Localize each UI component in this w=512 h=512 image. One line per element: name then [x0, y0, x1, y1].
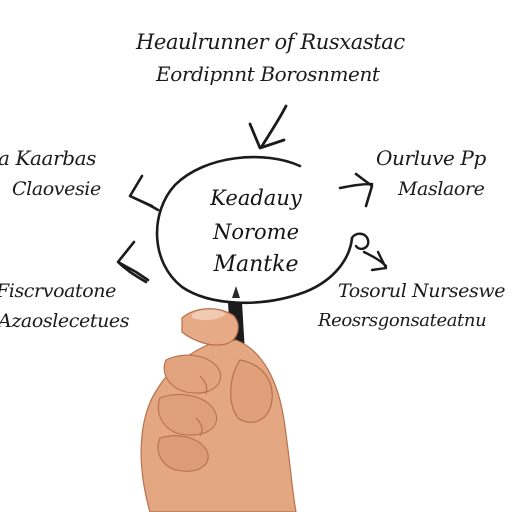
- center-label-line2: Norome: [212, 220, 300, 244]
- center-label-line3: Mantke: [213, 252, 299, 277]
- center-circle: [155, 155, 354, 304]
- arrow-lower-left: [116, 240, 150, 284]
- right-upper-line2: Maslaore: [398, 178, 485, 200]
- arrow-upper-right: [338, 172, 374, 208]
- right-lower-line2: Reosrsgonsateatnu: [318, 310, 487, 331]
- right-upper-line1: Ourluve Pp: [376, 146, 486, 170]
- arrow-upper-left: [128, 174, 160, 212]
- top-heading-line2: Eordipnnt Borosnment: [156, 62, 380, 86]
- right-lower-line1: Tosorul Nurseswe: [338, 280, 506, 302]
- left-upper-line2: Claovesie: [12, 178, 101, 200]
- arrow-lower-right: [350, 232, 388, 272]
- top-heading-line1: Heaulrunner of Rusxastac: [136, 30, 405, 54]
- left-upper-line1: la Kaarbas: [0, 146, 97, 170]
- hand-holding-pen-icon: [140, 286, 297, 512]
- left-lower-line1: Fiscrvoatone: [0, 280, 116, 302]
- arrow-top: [248, 104, 288, 150]
- center-label-line1: Keadauy: [210, 186, 302, 210]
- left-lower-line2: Azaoslecetues: [0, 310, 130, 332]
